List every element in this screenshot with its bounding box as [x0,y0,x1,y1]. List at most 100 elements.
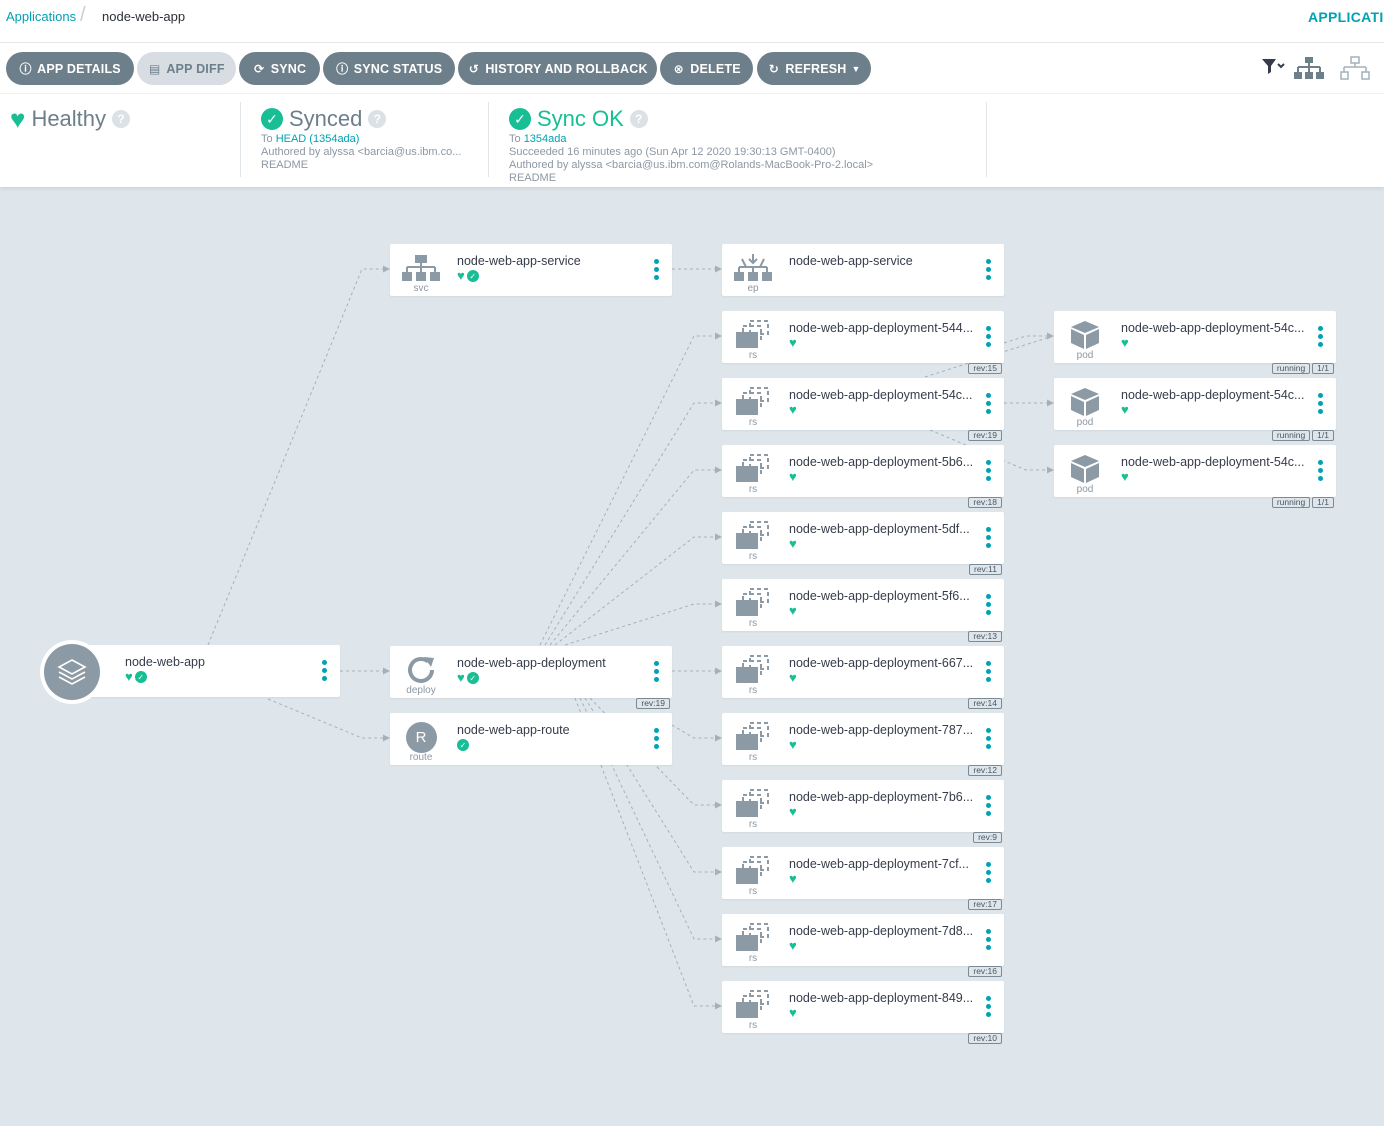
heart-icon: ♥ [789,402,797,417]
node-menu-button[interactable] [654,259,660,280]
app-diff-button[interactable]: ▤APP DIFF [137,52,236,85]
health-status[interactable]: ♥ Healthy ? [10,106,131,132]
node-menu-button[interactable] [986,393,992,414]
node-menu-button[interactable] [1318,460,1324,481]
check-circle-icon: ✓ [466,672,479,684]
node-tags: rev:11 [969,564,1002,575]
breadcrumb-applications-link[interactable]: Applications [6,9,77,24]
sync-status-summary[interactable]: ✓ Synced ? [261,106,387,132]
heart-icon: ♥ [457,268,465,283]
heart-icon: ♥ [125,669,133,684]
replicaset-node[interactable]: rs node-web-app-deployment-849... ♥ rev:… [722,981,1004,1044]
node-menu-button[interactable] [654,661,660,682]
node-menu-button[interactable] [986,862,992,883]
pod-node[interactable]: pod node-web-app-deployment-54c... ♥ run… [1054,378,1336,441]
endpoint-node[interactable]: ep node-web-app-service [722,244,1004,296]
node-menu-button[interactable] [1318,393,1324,414]
node-menu-button[interactable] [986,594,992,615]
help-icon[interactable]: ? [368,110,387,128]
heart-icon: ♥ [789,670,797,685]
pod-ready-tag: 1/1 [1312,497,1334,508]
sync-revision-link[interactable]: HEAD (1354ada) [275,133,360,145]
filter-icon[interactable] [1260,56,1288,81]
route-node-badges: ✓ [457,739,469,751]
applications-header-link[interactable]: APPLICATI [1308,9,1384,25]
node-menu-button[interactable] [1318,326,1324,347]
help-icon[interactable]: ? [112,110,131,128]
node-menu-button[interactable] [322,660,328,681]
app-node[interactable]: node-web-app ♥✓ [58,645,340,697]
health-title: Healthy [31,106,107,131]
service-node[interactable]: svc node-web-app-service ♥✓ [390,244,672,296]
replicaset-node-name: node-web-app-deployment-54c... [789,388,973,402]
node-kind: route [409,752,433,763]
edge-deployment-rs [544,399,722,646]
node-menu-button[interactable] [986,460,992,481]
refresh-button[interactable]: ↻REFRESH▼ [757,52,871,85]
node-tags: rev:18 [968,497,1002,508]
pod-node[interactable]: pod node-web-app-deployment-54c... ♥ run… [1054,445,1336,508]
node-menu-button[interactable] [986,661,992,682]
replicaset-node[interactable]: rs node-web-app-deployment-54c... ♥ rev:… [722,378,1004,441]
replicaset-node[interactable]: rs node-web-app-deployment-787... ♥ rev:… [722,713,1004,776]
node-menu-button[interactable] [986,326,992,347]
replicaset-node[interactable]: rs node-web-app-deployment-7b6... ♥ rev:… [722,780,1004,843]
delete-button[interactable]: ⊗DELETE [660,52,753,85]
app-node-badges: ♥✓ [125,669,147,684]
replicaset-node[interactable]: rs node-web-app-deployment-5df... ♥ rev:… [722,512,1004,575]
network-view-icon[interactable] [1340,56,1370,87]
replicaset-node[interactable]: rs node-web-app-deployment-5b6... ♥ rev:… [722,445,1004,508]
node-menu-button[interactable] [654,728,660,749]
network-icon [402,253,440,283]
pod-status-tag: running [1271,363,1311,374]
node-menu-button[interactable] [986,795,992,816]
endpoints-icon [734,253,772,283]
replicaset-node[interactable]: rs node-web-app-deployment-544... ♥ rev:… [722,311,1004,374]
replicaset-node-name: node-web-app-deployment-7d8... [789,924,974,938]
node-kind: rs [748,1020,758,1031]
revision-tag: rev:18 [968,497,1002,508]
replicaset-node[interactable]: rs node-web-app-deployment-7d8... ♥ rev:… [722,914,1004,977]
edge-deployment-rs [554,533,722,646]
redo-icon: ↻ [768,61,779,76]
replicaset-node-name: node-web-app-deployment-5f6... [789,589,970,603]
node-menu-button[interactable] [986,259,992,280]
node-badges: ♥ [789,402,797,417]
file-diff-icon: ▤ [149,61,161,76]
node-badges: ♥ [789,670,797,685]
operation-revision-link[interactable]: 1354ada [523,133,567,145]
cube-icon [1066,320,1104,350]
node-menu-button[interactable] [986,996,992,1017]
help-icon[interactable]: ? [629,110,648,128]
heart-icon: ♥ [789,804,797,819]
app-root-icon[interactable] [40,640,104,704]
history-icon: ↺ [468,61,479,76]
caret-down-icon: ▼ [851,63,861,74]
deployment-node[interactable]: deploy node-web-app-deployment ♥✓ rev:19 [390,646,672,709]
tree-view-icon[interactable] [1293,56,1325,87]
node-menu-button[interactable] [986,728,992,749]
node-tags: rev:19 [636,698,670,709]
replicaset-node-name: node-web-app-deployment-7b6... [789,790,974,804]
replicaset-node[interactable]: rs node-web-app-deployment-667... ♥ rev:… [722,646,1004,709]
node-menu-button[interactable] [986,527,992,548]
node-tags: rev:15 [968,363,1002,374]
top-bar: Applications / node-web-app APPLICATI [0,0,1384,43]
sync-button[interactable]: ⟳SYNC [239,52,320,85]
node-badges: ♥ [789,939,797,952]
replicaset-icon [734,722,772,752]
heart-icon: ♥ [789,737,797,752]
check-circle-icon: ✓ [261,108,283,130]
history-and-rollback-button[interactable]: ↺HISTORY AND ROLLBACK [458,52,657,85]
replicaset-node[interactable]: rs node-web-app-deployment-5f6... ♥ rev:… [722,579,1004,642]
node-kind: rs [748,886,758,897]
node-menu-button[interactable] [986,929,992,950]
pod-node[interactable]: pod node-web-app-deployment-54c... ♥ run… [1054,311,1336,374]
operation-status-summary[interactable]: ✓ Sync OK ? [509,106,648,132]
replicaset-node[interactable]: rs node-web-app-deployment-7cf... ♥ rev:… [722,847,1004,910]
replicaset-icon [734,588,772,618]
check-circle-icon: ✓ [509,108,531,130]
route-node[interactable]: R route node-web-app-route ✓ [390,713,672,765]
